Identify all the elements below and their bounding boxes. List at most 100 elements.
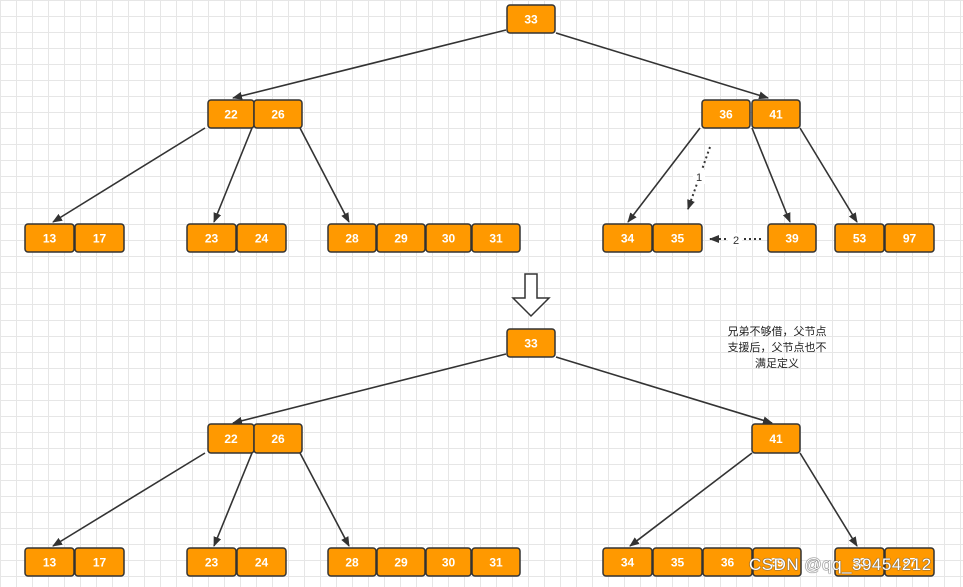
- key-box: [471, 223, 521, 253]
- key-box: [253, 423, 303, 454]
- key-text: 33: [524, 337, 538, 351]
- key-text: 31: [489, 232, 503, 246]
- key-text: 22: [224, 432, 238, 446]
- annotation-line: 满足定义: [755, 357, 799, 370]
- key-box: [425, 223, 472, 253]
- edge-26-right: [299, 127, 350, 223]
- key-text: 53: [853, 232, 867, 246]
- step-label-bg-2: [728, 233, 742, 247]
- bottom-leaf-28-31: 28 29 30 31: [327, 547, 521, 577]
- key-text: 33: [524, 13, 538, 27]
- edge-22-left: [52, 127, 206, 223]
- key-box: [425, 547, 472, 577]
- key-box: [327, 223, 377, 253]
- watermark: CSDN @qq_39454212: [749, 555, 932, 574]
- bottom-root-node: 33: [506, 328, 556, 358]
- key-text: 35: [671, 232, 685, 246]
- key-text: 41: [769, 108, 783, 122]
- key-box: [471, 547, 521, 577]
- key-box: [602, 547, 653, 577]
- key-box: [236, 547, 287, 577]
- down-arrow-icon: [511, 273, 551, 318]
- key-text: 29: [394, 232, 408, 246]
- top-level1-left-node: 22 26: [207, 99, 303, 129]
- key-text: 36: [721, 556, 735, 570]
- key-text: 39: [785, 232, 799, 246]
- key-box: [74, 223, 125, 253]
- key-box: [186, 547, 237, 577]
- key-box: [884, 223, 935, 253]
- key-box: [376, 547, 426, 577]
- top-root-node: 33: [506, 4, 556, 34]
- key-box: [652, 547, 703, 577]
- edge-22-left: [52, 452, 206, 547]
- key-text: 23: [205, 556, 219, 570]
- edge-root-to-right: [555, 356, 773, 425]
- edge-36-left: [627, 127, 701, 223]
- top-tree-edges: 1 2: [52, 29, 858, 247]
- key-box: [702, 547, 753, 577]
- key-box: [376, 223, 426, 253]
- edge-root-to-left: [232, 29, 507, 100]
- step-label-1: 1: [696, 172, 702, 184]
- top-leaf-34-35: 34 35: [602, 223, 703, 253]
- key-box: [752, 547, 802, 577]
- key-text: 30: [442, 556, 456, 570]
- key-text: 23: [205, 232, 219, 246]
- key-text: 28: [345, 556, 359, 570]
- key-box: [884, 547, 935, 577]
- key-text: 24: [255, 556, 269, 570]
- key-box: [834, 547, 885, 577]
- edge-41-left: [629, 452, 753, 547]
- key-box: [701, 99, 751, 129]
- bottom-tree-edges: [52, 353, 858, 547]
- key-text: 97: [903, 556, 917, 570]
- edge-36-41-between: [751, 127, 791, 223]
- key-box: [751, 99, 801, 129]
- key-box: [327, 547, 377, 577]
- key-text: 22: [224, 108, 238, 122]
- key-box: [751, 423, 801, 454]
- key-text: 26: [271, 432, 285, 446]
- bottom-leaf-13-17: 13 17: [24, 547, 125, 577]
- key-text: 34: [621, 232, 635, 246]
- bottom-leaf-53-97: 53 97: [834, 547, 935, 577]
- top-leaf-23-24: 23 24: [186, 223, 287, 253]
- top-leaf-53-97: 53 97: [834, 223, 935, 253]
- edge-root-to-right: [555, 32, 769, 100]
- key-text: 17: [93, 232, 107, 246]
- top-leaf-13-17: 13 17: [24, 223, 125, 253]
- key-box: [74, 547, 125, 577]
- key-text: 34: [621, 556, 635, 570]
- bottom-leaf-23-24: 23 24: [186, 547, 287, 577]
- edge-26-right: [299, 452, 350, 547]
- edge-22-26-between: [213, 127, 253, 223]
- key-box: [767, 223, 817, 253]
- annotation-line: 支援后，父节点也不: [727, 341, 827, 354]
- key-box: [506, 4, 556, 34]
- key-box: [236, 223, 287, 253]
- key-text: 30: [442, 232, 456, 246]
- key-box: [186, 223, 237, 253]
- top-leaf-28-31: 28 29 30 31: [327, 223, 521, 253]
- key-box: [652, 223, 703, 253]
- key-text: 97: [903, 232, 917, 246]
- edge-22-26-between: [213, 452, 253, 547]
- top-level1-right-node: 36 41: [701, 99, 801, 129]
- bottom-leaf-34-39: 34 35 36 39: [602, 547, 802, 577]
- bottom-level1-left-node: 22 26: [207, 423, 303, 454]
- edge-root-to-left: [232, 353, 507, 425]
- step-label-2: 2: [733, 235, 739, 247]
- key-box: [602, 223, 653, 253]
- key-text: 36: [719, 108, 733, 122]
- key-text: 39: [770, 556, 784, 570]
- key-text: 26: [271, 108, 285, 122]
- key-text: 24: [255, 232, 269, 246]
- annotation-line: 兄弟不够借，父节点: [727, 325, 827, 338]
- dotted-step-arrow-1: [687, 146, 711, 210]
- key-box: [24, 547, 75, 577]
- bottom-level1-right-node: 41: [751, 423, 801, 454]
- edge-41-right: [799, 127, 858, 223]
- annotation-note: 兄弟不够借，父节点 支援后，父节点也不 满足定义: [712, 324, 842, 372]
- key-text: 13: [43, 556, 57, 570]
